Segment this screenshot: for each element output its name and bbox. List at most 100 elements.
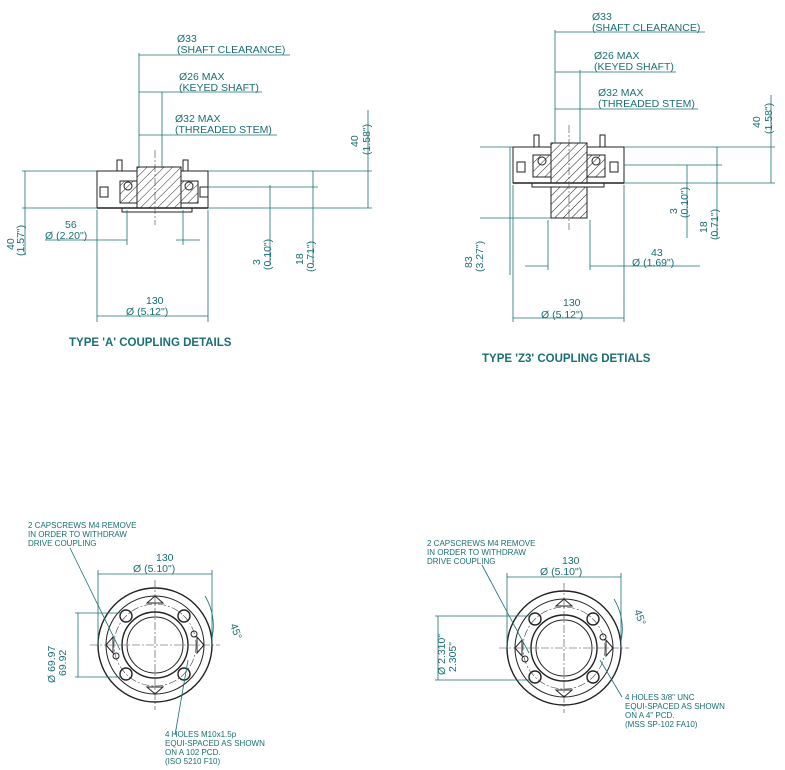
plan-right-note-line3: DRIVE COUPLING [427, 557, 495, 566]
plan-left-holes-line3: ON A 102 PCD. [165, 748, 221, 757]
plan-left-dia-130-mm: 130 [156, 552, 174, 564]
type-a-dim-18-mm: 18 [294, 253, 306, 265]
plan-right-hole-3 [528, 670, 542, 684]
type-a-dia-130-mm: 130 [146, 295, 164, 307]
plan-view-left [90, 580, 220, 710]
type-a-dim-18-in: (0.71") [305, 241, 317, 272]
type-z3-dim-18-mm: 18 [698, 221, 710, 233]
plan-left-holes-line2: EQUI-SPACED AS SHOWN [165, 739, 265, 748]
plan-right-dimensions [435, 564, 623, 698]
type-a-dim-3-in: (0.10") [262, 239, 274, 270]
type-z3-height-83-mm: 83 [463, 256, 475, 268]
plan-right-dia-130-in: Ø (5.10") [540, 566, 582, 578]
plan-left-holes-line1: 4 HOLES M10x1.5p [165, 730, 237, 739]
type-z3-labels: Ø33 (SHAFT CLEARANCE) Ø26 MAX (KEYED SHA… [463, 11, 775, 365]
plan-right-labels: 2 CAPSCREWS M4 REMOVE IN ORDER TO WITHDR… [427, 539, 725, 729]
type-z3-ball-right [591, 156, 601, 166]
type-z3-height-40-in: (1.58") [763, 103, 775, 134]
plan-right-capscrew-2 [521, 655, 529, 663]
type-z3-stud-left [533, 134, 540, 148]
type-a-dimensions [22, 53, 372, 322]
type-z3-section-view [512, 125, 625, 230]
type-a-keyed-shaft-dia: Ø26 MAX [179, 71, 225, 83]
plan-left-note-line1: 2 CAPSCREWS M4 REMOVE [28, 521, 136, 530]
type-z3-keyed-shaft-dia: Ø26 MAX [594, 50, 640, 62]
type-z3-height-83-in: (3.27") [474, 241, 486, 272]
plan-left-hole-2 [177, 609, 191, 623]
type-z3-dimensions [480, 30, 775, 322]
type-z3-threaded-stem-label: (THREADED STEM) [598, 98, 695, 110]
type-z3-dia-130-in: Ø (5.12") [541, 309, 583, 321]
plan-right-capscrew-1 [599, 633, 607, 641]
type-a-drive-sleeve [136, 166, 182, 209]
plan-right-note-line1: 2 CAPSCREWS M4 REMOVE [427, 539, 535, 548]
type-a-threaded-stem-dia: Ø32 MAX [175, 113, 221, 125]
type-a-height-40-left-mm: 40 [5, 238, 17, 250]
type-a-threaded-stem-label: (THREADED STEM) [175, 124, 272, 136]
type-z3-shaft-clearance-label: (SHAFT CLEARANCE) [592, 22, 700, 34]
type-z3-bearing-right [586, 154, 606, 178]
plan-right-holes-line4: (MSS SP-102 FA10) [625, 720, 698, 729]
plan-right-angle: 45° [631, 608, 648, 627]
type-z3-capscrew-right [609, 161, 619, 173]
plan-left-bore-a: Ø 69.97 [46, 645, 58, 683]
plan-left-hole-1 [119, 609, 133, 623]
type-z3-stud-right [599, 134, 606, 148]
type-z3-bearing-left [532, 154, 552, 178]
plan-right-holes-line1: 4 HOLES 3/8" UNC [625, 693, 695, 702]
type-a-dia-130-in: Ø (5.12") [126, 306, 168, 318]
type-a-dia-56-in: Ø (2.20") [45, 230, 87, 242]
plan-right-hole-4 [586, 670, 600, 684]
type-z3-keyed-shaft-label: (KEYED SHAFT) [594, 61, 674, 73]
plan-left-note-line2: IN ORDER TO WITHDRAW [28, 530, 127, 539]
plan-right-hole-1 [528, 612, 542, 626]
type-a-stud-left [116, 159, 123, 172]
plan-right-holes-line2: EQUI-SPACED AS SHOWN [625, 702, 725, 711]
plan-right-bore-b: 2.305" [447, 642, 459, 672]
plan-right-note-line2: IN ORDER TO WITHDRAW [427, 548, 526, 557]
type-a-labels: Ø33 (SHAFT CLEARANCE) Ø26 MAX (KEYED SHA… [5, 33, 373, 349]
type-z3-dia-43-mm: 43 [651, 247, 663, 259]
plan-left-bore-b: 69.92 [57, 650, 69, 676]
plan-left-angle: 45° [227, 622, 244, 641]
plan-left-labels: 2 CAPSCREWS M4 REMOVE IN ORDER TO WITHDR… [28, 521, 265, 766]
type-z3-dia-130-mm: 130 [563, 297, 581, 309]
type-a-section-view [96, 150, 209, 225]
plan-left-holes-line4: (ISO 5210 F10) [165, 757, 220, 766]
type-z3-title: TYPE 'Z3' COUPLING DETIALS [482, 353, 651, 365]
plan-right-bore-a: Ø 2.310" [436, 634, 448, 675]
plan-left-capscrew-1 [190, 630, 198, 638]
type-a-bearing-left [119, 180, 138, 204]
type-a-dim-3-mm: 3 [251, 259, 263, 265]
type-z3-dim-18-in: (0.71") [709, 209, 721, 240]
type-a-shaft-clearance-label: (SHAFT CLEARANCE) [177, 44, 285, 56]
type-a-title: TYPE 'A' COUPLING DETAILS [69, 337, 232, 349]
plan-left-dimensions [69, 547, 214, 736]
type-a-ball-left [123, 181, 133, 191]
type-a-height-40-right-in: (1.58") [361, 124, 373, 155]
type-a-capscrew-left [99, 186, 109, 198]
type-z3-threaded-stem-dia: Ø32 MAX [598, 87, 644, 99]
plan-right-holes-line3: ON A 4" PCD. [625, 711, 675, 720]
plan-right-dia-130-mm: 130 [562, 555, 580, 567]
type-z3-dim-3-mm: 3 [668, 208, 680, 214]
type-a-height-40-left-in: (1.57") [15, 225, 27, 256]
plan-left-note-line3: DRIVE COUPLING [28, 539, 96, 548]
type-a-stud-right [182, 159, 189, 172]
type-z3-ball-left [537, 156, 547, 166]
type-z3-dia-43-in: Ø (1.69") [632, 257, 674, 269]
type-a-shaft-clearance-dia: Ø33 [177, 33, 197, 45]
plan-left-dia-130-in: Ø (5.10") [133, 563, 175, 575]
type-a-capscrew-right [199, 186, 209, 198]
type-a-ball-right [184, 181, 194, 191]
plan-view-right [499, 583, 629, 713]
type-z3-height-40-mm: 40 [751, 116, 763, 128]
plan-left-hole-3 [119, 667, 133, 681]
plan-left-hole-4 [177, 667, 191, 681]
plan-right-hole-2 [586, 612, 600, 626]
type-z3-shaft-clearance-dia: Ø33 [592, 11, 612, 23]
type-z3-dim-3-in: (0.10") [679, 187, 691, 218]
type-z3-capscrew-left [516, 161, 526, 173]
plan-left-capscrew-2 [112, 652, 120, 660]
